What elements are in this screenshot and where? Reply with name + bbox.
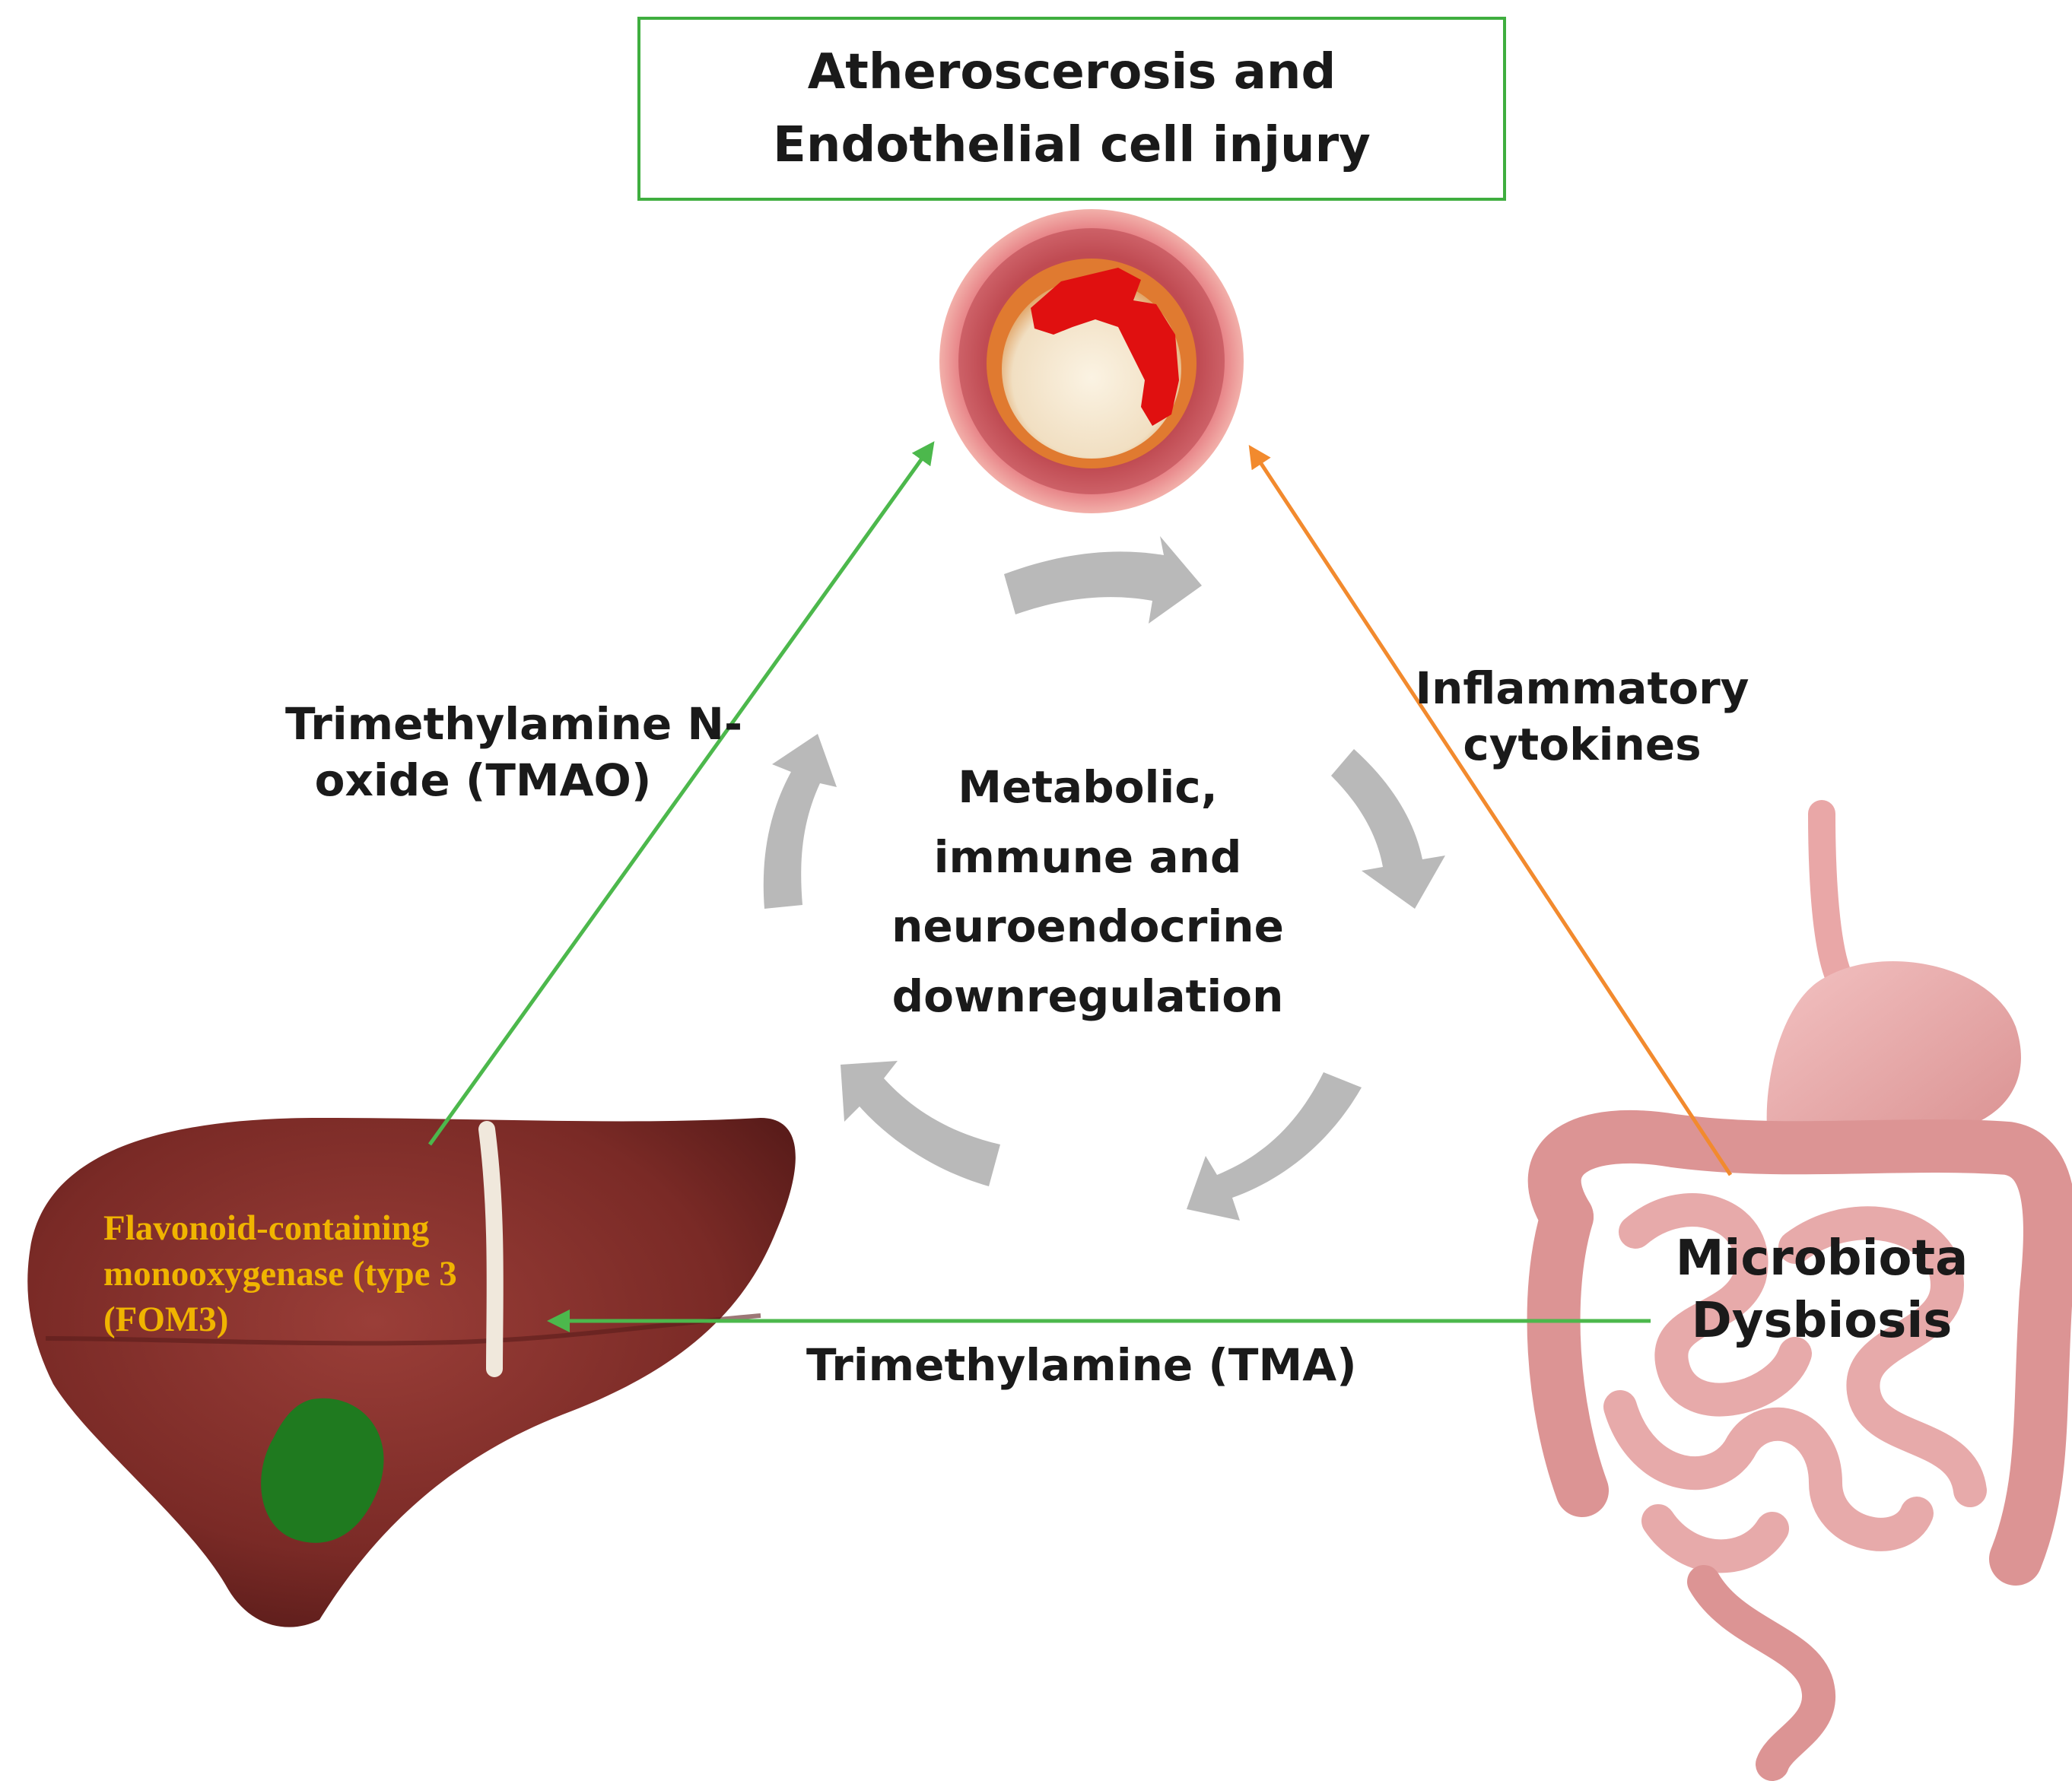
title-line-1: Atheroscerosis and: [807, 44, 1336, 100]
label-enzyme-line-1: Flavonoid-containing: [103, 1208, 430, 1248]
cycle-arrow-bottom-right: [1187, 1072, 1362, 1221]
cycle-arrow-left: [763, 734, 837, 909]
label-tma-text: Trimethylamine (TMA): [806, 1339, 1357, 1391]
intestine-illustration: [1527, 800, 2072, 1781]
label-enzyme-line-3: (FOM3): [103, 1300, 229, 1340]
label-microbiota: Microbiota Dysbiosis: [1651, 1228, 1993, 1353]
label-center-line-3: neuroendocrine: [891, 900, 1284, 953]
label-microbiota-line-2: Dysbiosis: [1691, 1292, 1953, 1349]
gallbladder: [261, 1398, 384, 1543]
label-tmao-line-2: oxide (TMAO): [314, 754, 652, 807]
cycle-arrows: [763, 536, 1445, 1221]
arrow-inflammatory: [1248, 444, 1733, 1176]
label-center-line-2: immune and: [933, 830, 1242, 883]
stomach: [1766, 961, 2021, 1156]
cycle-arrow-right: [1331, 749, 1445, 909]
label-enzyme: Flavonoid-containing monooxygenase (type…: [103, 1205, 457, 1342]
title-line-2: Endothelial cell injury: [773, 117, 1371, 173]
artery-cross-section: [939, 209, 1244, 513]
label-microbiota-line-1: Microbiota: [1675, 1230, 1969, 1287]
label-inflammatory-line-2: cytokines: [1463, 719, 1702, 771]
label-tmao-line-1: Trimethylamine N-: [285, 698, 743, 750]
label-inflammatory-line-1: Inflammatory: [1415, 662, 1749, 714]
arrow-tmao: [427, 441, 935, 1146]
liver-illustration: [27, 1118, 796, 1627]
label-center-line-4: downregulation: [891, 970, 1284, 1022]
cycle-arrow-top: [1004, 536, 1202, 624]
label-center: Metabolic, immune and neuroendocrine dow…: [860, 753, 1316, 1032]
label-tma: Trimethylamine (TMA): [806, 1337, 1357, 1393]
title-box: Atheroscerosis and Endothelial cell inju…: [637, 17, 1506, 201]
cycle-arrow-bottom-left: [841, 1061, 1000, 1186]
label-tmao: Trimethylamine N- oxide (TMAO): [285, 696, 742, 808]
label-enzyme-line-2: monooxygenase (type 3: [103, 1254, 457, 1294]
label-inflammatory: Inflammatory cytokines: [1411, 660, 1753, 773]
label-center-line-1: Metabolic,: [958, 761, 1218, 813]
plaque-shape: [1031, 268, 1179, 426]
